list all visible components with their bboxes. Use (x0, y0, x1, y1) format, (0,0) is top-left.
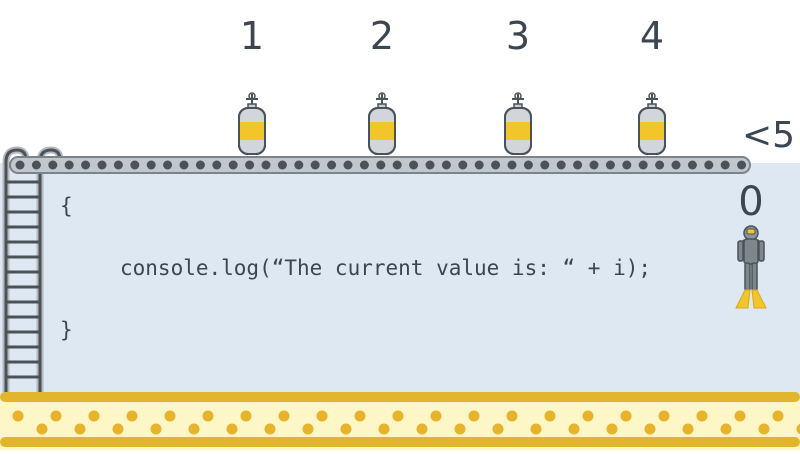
code-close-brace: } (60, 317, 73, 343)
loop-condition: <5 (742, 116, 795, 156)
pool-rail (10, 157, 750, 173)
scuba-tank-icon (239, 93, 265, 154)
code-open-brace: { (60, 193, 73, 219)
tank-number-label: 3 (498, 14, 538, 58)
scuba-tank-icon (505, 93, 531, 154)
scuba-tank-icon (639, 93, 665, 154)
pool-water (0, 163, 800, 400)
tank-number-label: 2 (362, 14, 402, 58)
loop-counter: 0 (736, 180, 766, 224)
pool-floor (0, 392, 800, 450)
scuba-tank-icon (369, 93, 395, 154)
tank-number-label: 1 (232, 14, 272, 58)
tank-number-label: 4 (632, 14, 672, 58)
code-console-log: console.log(“The current value is: “ + i… (120, 255, 651, 281)
